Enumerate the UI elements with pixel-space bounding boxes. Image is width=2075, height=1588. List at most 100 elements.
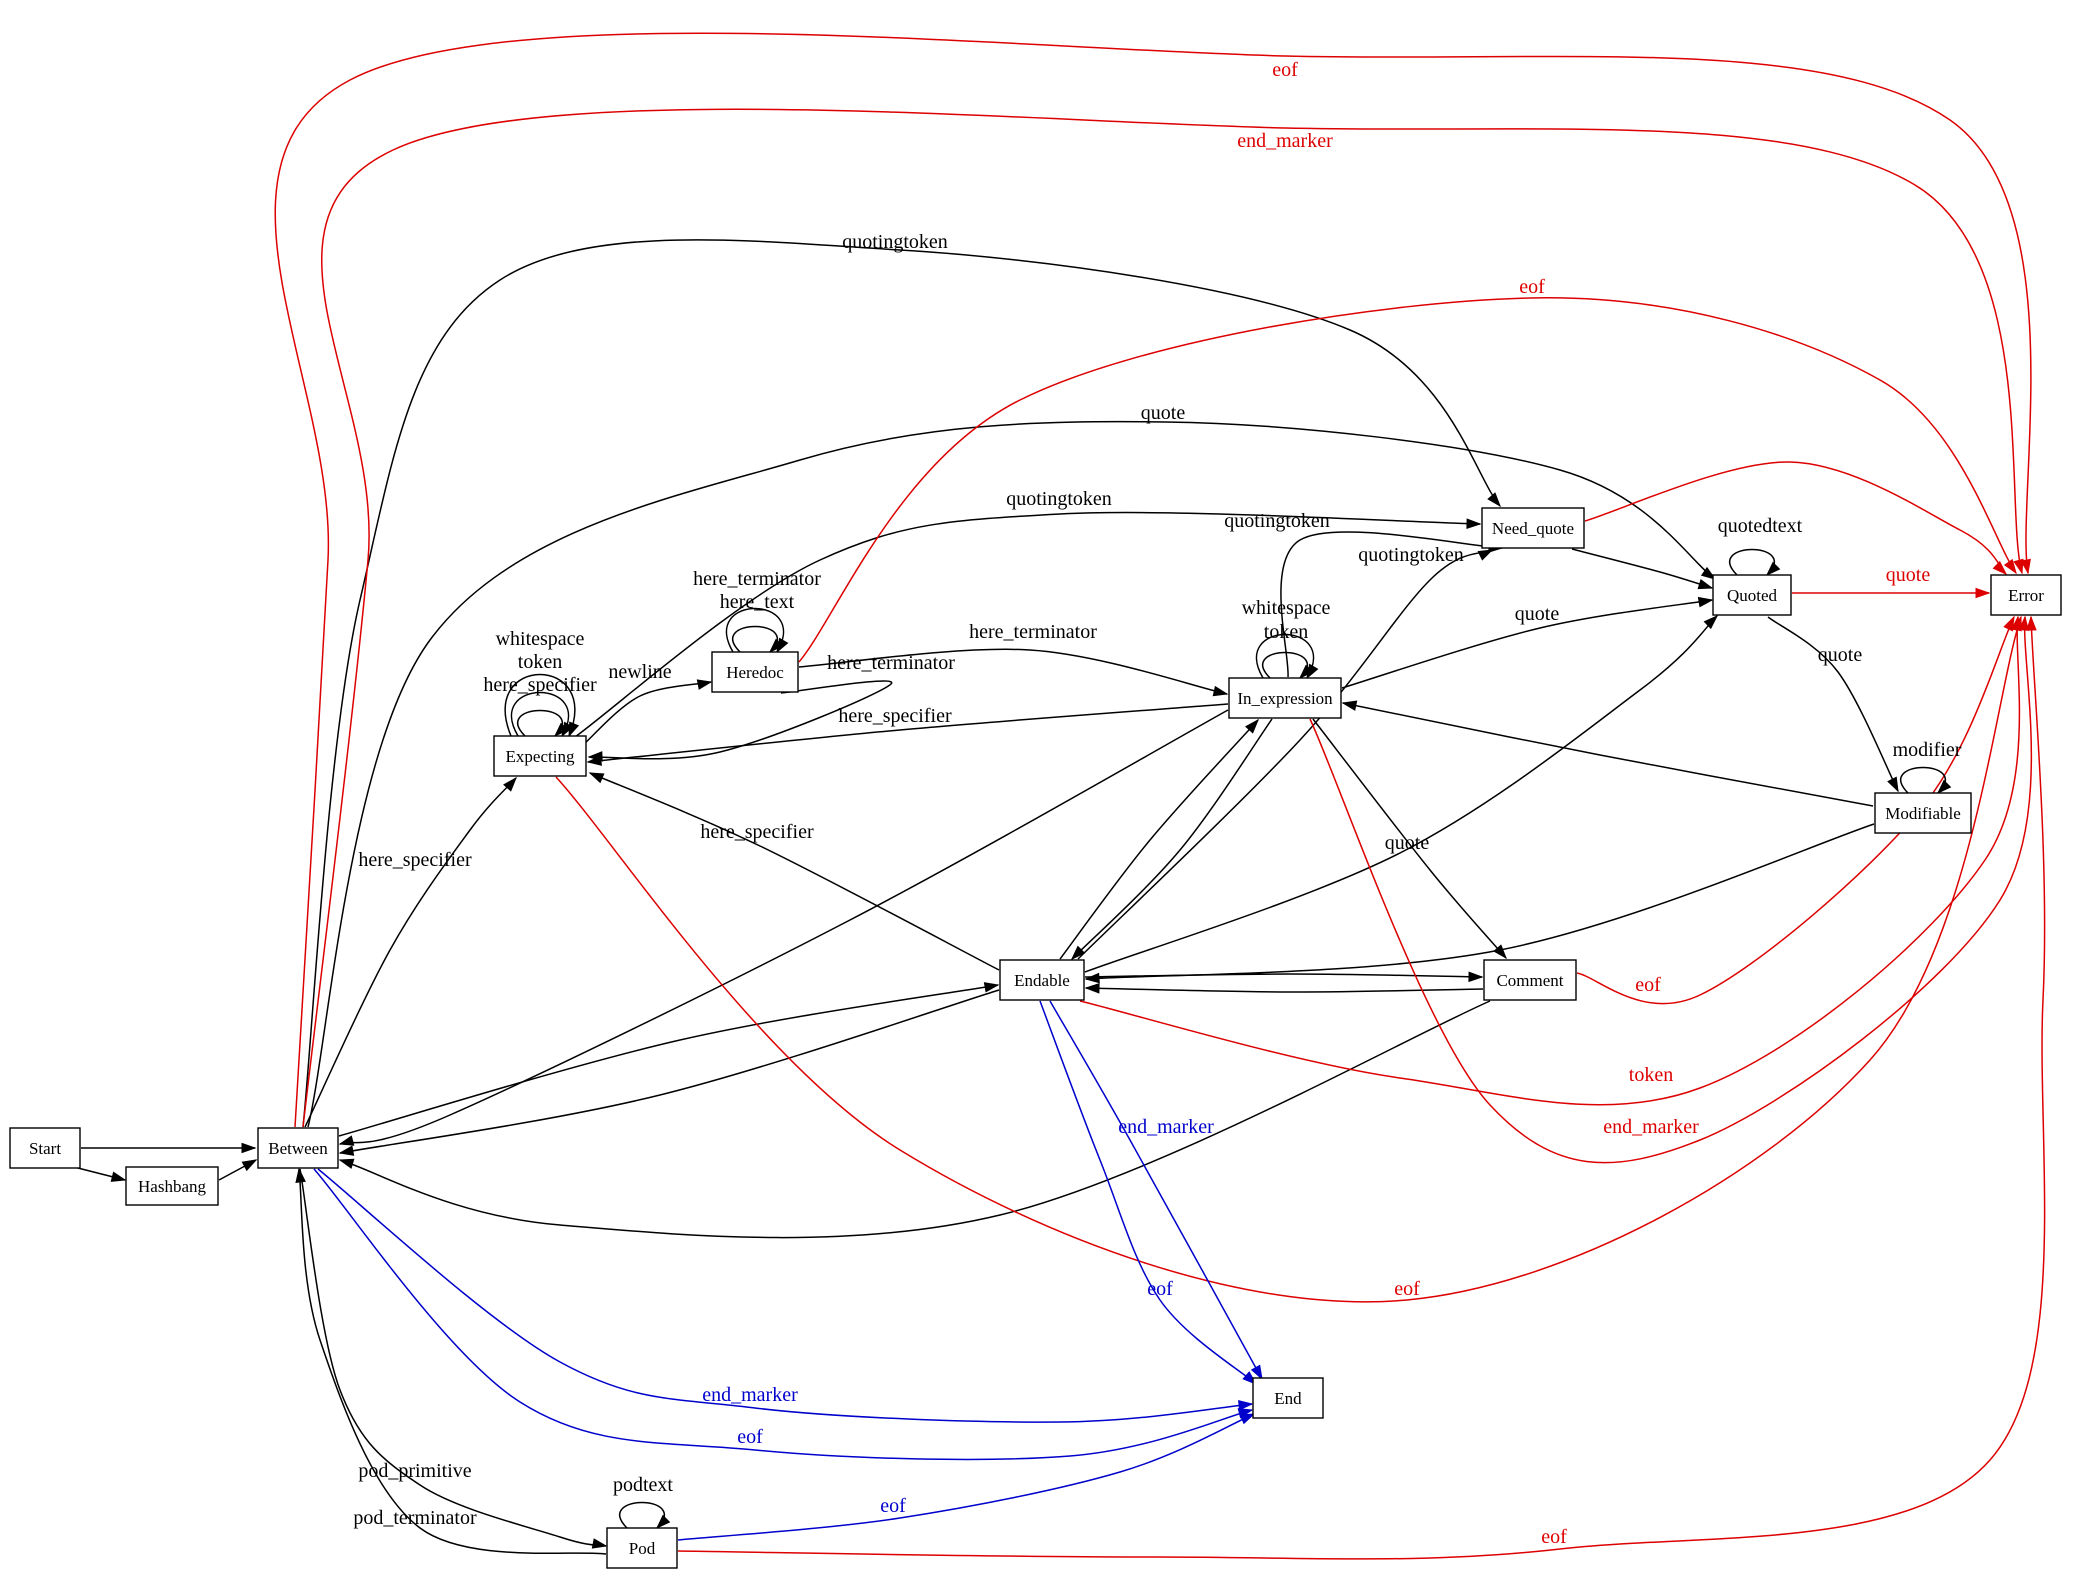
node-in_expression <box>1228 677 1342 719</box>
edge-pod-error <box>677 616 2046 1560</box>
edge-pod-between <box>298 1168 607 1555</box>
node-label-hashbang: Hashbang <box>138 1177 206 1196</box>
arrowhead <box>2003 558 2017 575</box>
node-heredoc <box>711 651 799 693</box>
arrowhead <box>1703 614 1719 630</box>
arrowhead <box>2011 615 2022 632</box>
node-label-endable: Endable <box>1014 971 1070 990</box>
self-loop-quoted <box>1729 548 1775 576</box>
edge-between-error <box>302 108 2023 1128</box>
edge-between-expecting <box>304 777 517 1128</box>
node-label-pod: Pod <box>629 1539 656 1558</box>
node-label-end: End <box>1274 1389 1302 1408</box>
arrowhead <box>1212 685 1229 697</box>
edges-layer <box>69 32 2046 1560</box>
edge-pod-end <box>677 1413 1255 1541</box>
self-loop-label-here_terminator: here_terminator <box>693 568 821 590</box>
arrowhead <box>776 637 789 654</box>
edge-comment-between <box>339 1000 1491 1239</box>
arrowhead <box>1887 776 1899 793</box>
edge-label-here_terminator: here_terminator <box>969 621 1097 643</box>
node-label-in_expression: In_expression <box>1237 689 1333 708</box>
edge-label-here_specifier: here_specifier <box>358 849 472 871</box>
edge-label-quote: quote <box>1141 402 1186 424</box>
edge-label-eof: eof <box>1519 276 1545 298</box>
arrowhead <box>110 1171 127 1182</box>
arrowhead <box>1992 560 2008 576</box>
node-need_quote <box>1481 507 1585 549</box>
edge-modifiable-endable <box>1085 823 1875 980</box>
arrowhead <box>1466 518 1482 529</box>
arrowhead <box>1468 971 1484 983</box>
edge-in_expression-quoted <box>1341 599 1713 689</box>
edge-expecting-need_quote <box>574 511 1481 738</box>
edge-label-quotingtoken: quotingtoken <box>842 231 948 253</box>
self-loop-expecting <box>510 691 570 737</box>
edge-label-quotingtoken: quotingtoken <box>1006 488 1112 510</box>
edge-between-endable <box>338 984 999 1137</box>
self-loop-label-token: token <box>518 651 562 673</box>
node-pod <box>606 1527 678 1569</box>
node-modifiable <box>1874 792 1972 834</box>
edge-label-here_specifier: here_specifier <box>838 705 952 727</box>
edge-in_expression-expecting <box>587 703 1229 763</box>
arrowhead <box>503 776 517 792</box>
edge-label-eof: eof <box>737 1426 763 1448</box>
arrowhead <box>1975 587 1991 599</box>
edge-endable-end <box>1039 1000 1257 1385</box>
edge-label-quotingtoken: quotingtoken <box>1224 510 1330 532</box>
edge-between-need_quote <box>302 239 1501 1128</box>
labels-layer: here_specifierquotingtokenquotenewlinequ… <box>353 59 1961 1548</box>
node-end <box>1252 1377 1324 1419</box>
edge-label-pod_terminator: pod_terminator <box>353 1507 477 1529</box>
self-loop-heredoc <box>725 607 785 653</box>
edge-label-eof: eof <box>880 1495 906 1517</box>
arrowhead <box>338 1135 355 1146</box>
node-hashbang <box>125 1166 219 1206</box>
self-loop-label-here_text: here_text <box>720 591 795 613</box>
edge-need_quote-error <box>1584 461 2007 575</box>
edge-between-error <box>274 32 2032 1128</box>
arrowhead <box>591 1538 608 1549</box>
edge-endable-expecting <box>589 772 1000 971</box>
node-error <box>1990 574 2062 616</box>
arrowhead <box>1477 549 1494 561</box>
node-start <box>9 1127 81 1169</box>
arrowhead <box>1700 566 1717 580</box>
self-loop-label-token: token <box>1264 621 1308 643</box>
node-label-between: Between <box>268 1139 328 1158</box>
arrowhead <box>696 679 713 690</box>
arrowhead <box>983 982 1000 993</box>
self-loop-label-modifier: modifier <box>1893 739 1962 761</box>
edge-in_expression-error <box>1309 616 2033 1164</box>
edge-expecting-heredoc <box>583 681 712 745</box>
self-loop-label-quotedtext: quotedtext <box>1718 515 1803 537</box>
arrowhead <box>2013 558 2024 575</box>
edge-endable-quoted <box>1084 615 1718 973</box>
arrowhead <box>586 755 602 766</box>
edge-label-end_marker: end_marker <box>1118 1116 1214 1138</box>
node-quoted <box>1712 574 1792 616</box>
node-label-error: Error <box>2008 586 2044 605</box>
arrowhead <box>1070 945 1086 961</box>
arrowhead <box>588 772 605 784</box>
arrowhead <box>338 1145 355 1156</box>
edge-need_quote-quoted <box>1571 548 1713 589</box>
node-label-need_quote: Need_quote <box>1492 519 1574 538</box>
edge-label-here_specifier: here_specifier <box>700 821 814 843</box>
edge-endable-end <box>1049 1000 1263 1380</box>
node-label-expecting: Expecting <box>506 747 575 766</box>
self-loop-pod <box>619 1501 665 1529</box>
arrowhead <box>2003 615 2015 632</box>
edge-between-pod <box>299 1168 607 1547</box>
nodes-layer: StartHashbangBetweenExpectingHeredocIn_e… <box>9 507 2062 1569</box>
edge-comment-error <box>1576 616 2015 1005</box>
edge-expecting-error <box>555 616 2022 1303</box>
edge-label-eof: eof <box>1541 1526 1567 1548</box>
arrowhead <box>338 1158 355 1169</box>
edge-label-token: token <box>1629 1064 1673 1086</box>
self-loop-label-here_specifier: here_specifier <box>483 674 597 696</box>
edge-label-here_terminator: here_terminator <box>827 652 955 674</box>
arrowhead <box>1238 1399 1254 1411</box>
